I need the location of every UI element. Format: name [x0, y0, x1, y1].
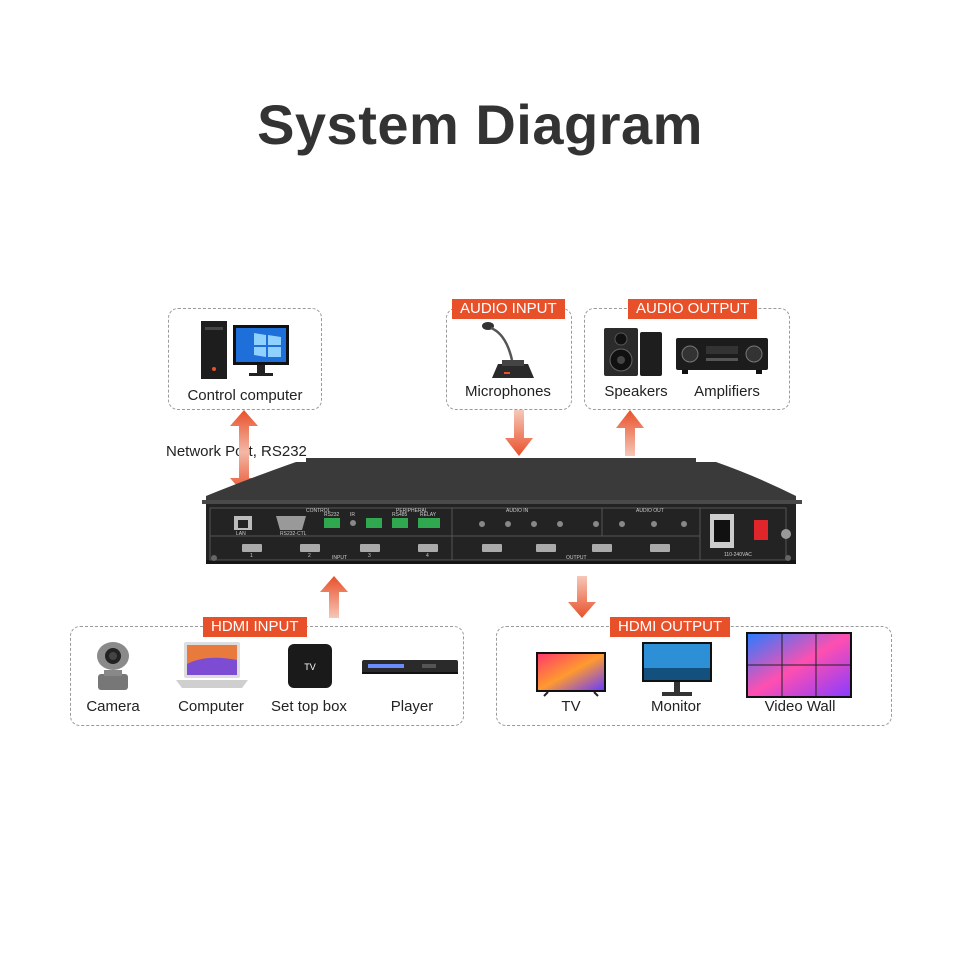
hdmi-input-box [70, 626, 464, 726]
audio-output-arrow [616, 410, 644, 456]
monitor-label: Monitor [650, 698, 702, 715]
hdmi-input-arrow [320, 576, 348, 618]
video-wall-label: Video Wall [764, 698, 836, 715]
speakers-icon [604, 328, 662, 376]
control-computer-box: Control computer [168, 308, 322, 410]
panel-lan-label: LAN [236, 531, 246, 537]
video-wall-icon [746, 632, 852, 698]
panel-port-2: 2 [308, 553, 311, 559]
hdmi-output-tag: HDMI OUTPUT [610, 617, 731, 637]
set-top-box-icon: TV [288, 644, 332, 688]
desktop-computer-icon [201, 321, 289, 379]
microphones-label: Microphones [465, 383, 551, 400]
panel-rs232-label: RS232 [324, 512, 340, 518]
panel-ir-label: IR [350, 512, 355, 518]
laptop-icon [176, 642, 248, 688]
panel-audio-in-label: AUDIO IN [506, 508, 529, 514]
microphone-icon [482, 322, 534, 378]
panel-rs232ctl-label: RS232-CTL [280, 531, 307, 537]
panel-control-label: CONTROL [306, 508, 331, 514]
hdmi-input-tag: HDMI INPUT [203, 617, 307, 637]
panel-port-4: 4 [426, 553, 429, 559]
computer-label: Computer [178, 698, 244, 715]
audio-output-tag: AUDIO OUTPUT [628, 299, 758, 319]
panel-relay-label: RELAY [420, 512, 437, 518]
panel-peripheral-label: PERIPHERAL [396, 508, 428, 514]
hdmi-output-arrow [568, 576, 596, 618]
monitor-icon [642, 642, 712, 696]
audio-input-box [446, 308, 572, 410]
panel-rs485-label: RS485 [392, 512, 408, 518]
player-icon [362, 660, 458, 674]
panel-output-label: OUTPUT [566, 555, 587, 561]
audio-input-arrow [505, 410, 533, 456]
audio-input-tag: AUDIO INPUT [452, 299, 565, 319]
tv-logo-text: TV [304, 662, 316, 672]
panel-input-label: INPUT [332, 555, 347, 561]
amplifiers-label: Amplifiers [694, 383, 760, 400]
camera-icon [97, 642, 129, 690]
amplifier-icon [676, 338, 768, 374]
panel-port-1: 1 [250, 553, 253, 559]
player-label: Player [390, 698, 434, 715]
panel-port-3: 3 [368, 553, 371, 559]
device-body [202, 458, 802, 564]
page-title: System Diagram [257, 93, 703, 156]
panel-audio-out-label: AUDIO OUT [636, 508, 664, 514]
tv-icon [536, 652, 606, 697]
tv-label: TV [561, 698, 581, 715]
speakers-label: Speakers [604, 383, 668, 400]
control-double-arrow [230, 410, 258, 494]
set-top-box-label: Set top box [271, 698, 347, 715]
matrix-switcher-device: CONTROL PERIPHERAL AUDIO IN AUDIO OUT LA… [196, 456, 806, 568]
camera-label: Camera [86, 698, 140, 715]
connection-label: Network Port, RS232 [166, 443, 307, 460]
control-computer-label: Control computer [187, 387, 303, 404]
panel-power-label: 110-240VAC [724, 552, 752, 558]
